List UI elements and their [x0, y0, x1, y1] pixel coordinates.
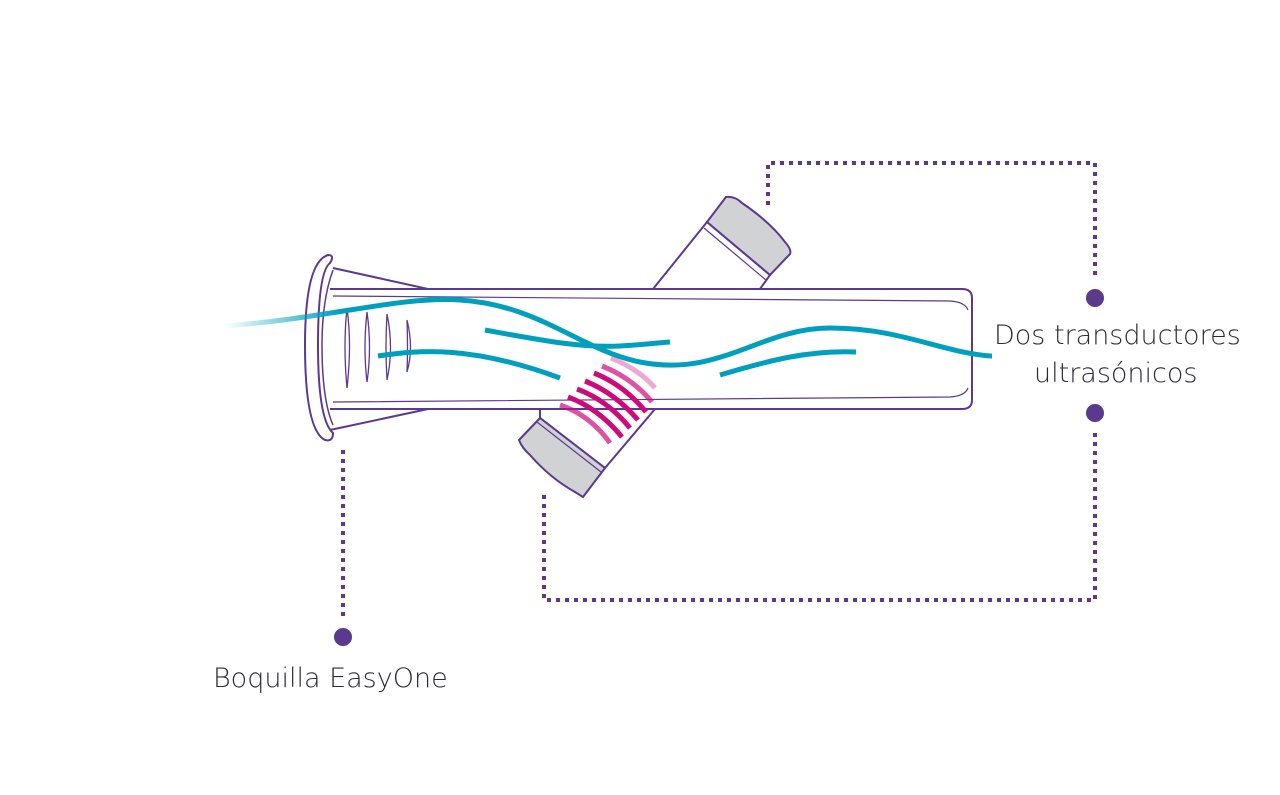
leader-top-transducer	[766, 161, 1097, 280]
flow-tube	[303, 253, 973, 442]
leader-lines	[341, 161, 1097, 620]
transducers-label-line2: ultrasónicos	[1034, 358, 1198, 389]
marker-dot-top	[1086, 289, 1104, 307]
marker-dot-mouthpiece	[334, 628, 352, 646]
marker-dot-bottom	[1086, 404, 1104, 422]
mouthpiece-label: Boquilla EasyOne	[213, 663, 448, 694]
transducers-label-line1: Dos transductores	[994, 320, 1241, 351]
leader-bottom-transducer	[542, 430, 1097, 602]
ultrasound-waves	[559, 355, 657, 445]
air-flow-lines	[224, 297, 992, 381]
transducer-top	[650, 195, 792, 290]
